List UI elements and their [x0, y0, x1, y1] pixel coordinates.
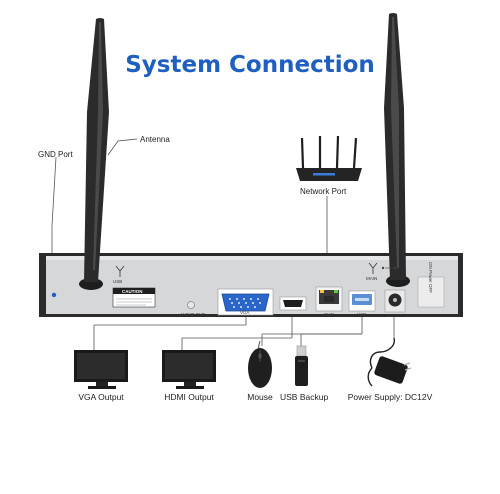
vga-port[interactable] — [217, 288, 274, 316]
vga-output-label: VGA Output — [78, 392, 124, 402]
gnd-port-label: GND Port — [38, 150, 73, 159]
usb-backup-label: USB Backup — [280, 392, 329, 402]
caution-label: CAUTION — [122, 289, 143, 294]
hdmi-port[interactable] — [279, 296, 307, 311]
vga-monitor-icon — [74, 350, 128, 389]
antenna-label: Antenna — [140, 135, 170, 144]
power-adapter-icon — [367, 337, 412, 387]
diagram-title: System Connection — [125, 52, 375, 78]
mouse-label: Mouse — [247, 392, 273, 402]
dc12v-label: DC12V — [386, 313, 401, 318]
power-switch[interactable] — [417, 276, 445, 308]
audio-out-label: AUDIO OUT — [180, 312, 206, 317]
router-icon — [296, 135, 362, 181]
usb-port-label: USB — [357, 312, 367, 317]
power-supply-label: Power Supply: DC12V — [347, 392, 433, 402]
wan-port[interactable] — [315, 286, 343, 312]
mouse-icon — [248, 340, 272, 388]
wan-port-label: WAN — [324, 312, 335, 317]
antenna-symbol-main-icon — [368, 262, 378, 274]
audio-out-jack[interactable] — [187, 301, 195, 309]
dc-polarity-icon — [381, 266, 397, 270]
gnd-screw-icon — [51, 292, 57, 298]
usb-port[interactable] — [348, 290, 376, 312]
caution-sticker — [112, 287, 156, 308]
network-port-label: Network Port — [300, 187, 347, 196]
usb-flash-drive-icon — [295, 345, 308, 386]
power-switch-label: ON Power OFF — [428, 262, 433, 294]
antenna-symbol-usb-icon — [115, 265, 125, 277]
panel-usb-top-label: USB — [113, 279, 123, 284]
dc12v-jack[interactable] — [384, 289, 406, 313]
hdmi-monitor-icon — [162, 350, 216, 389]
antenna-left-icon[interactable] — [84, 18, 109, 282]
hdmi-output-label: HDMI Output — [164, 392, 214, 402]
panel-main-top-label: MAIN — [366, 276, 378, 281]
vga-port-label: VGA — [240, 310, 250, 315]
